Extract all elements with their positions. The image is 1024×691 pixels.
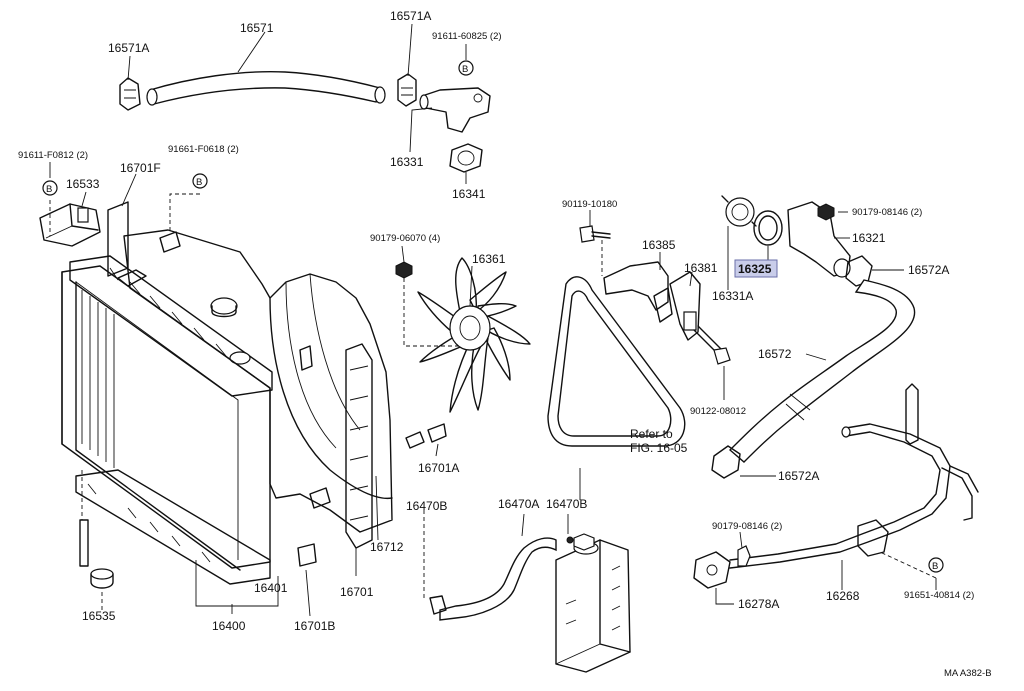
water-bypass-pipe <box>729 383 979 569</box>
bolt-symbol-b-3: B <box>192 173 208 189</box>
inlet-nut <box>817 203 835 221</box>
figure-ref-line1[interactable]: Refer to <box>630 427 673 441</box>
pipe-nut <box>737 545 751 567</box>
footer-code: MA A382-B <box>944 668 992 679</box>
water-outlet <box>419 87 491 133</box>
label-16325[interactable]: 16325 <box>738 262 772 276</box>
label-16701b[interactable]: 16701B <box>294 619 335 633</box>
label-16470b-left[interactable]: 16470B <box>406 499 447 513</box>
bolt-symbol-b-1: B <box>458 60 474 76</box>
svg-text:B: B <box>932 561 938 572</box>
label-16572a-bottom[interactable]: 16572A <box>778 469 819 483</box>
label-90179-08146-top[interactable]: 90179-08146 (2) <box>852 207 922 218</box>
label-16701[interactable]: 16701 <box>340 585 374 599</box>
pivot-bolt <box>579 225 611 243</box>
label-16278a[interactable]: 16278A <box>738 597 779 611</box>
label-91661-f0618[interactable]: 91661-F0618 (2) <box>168 144 239 155</box>
thermostat <box>721 195 757 227</box>
label-90119-10180[interactable]: 90119-10180 <box>562 199 617 210</box>
label-16470a[interactable]: 16470A <box>498 497 539 511</box>
shroud-clip-a <box>405 423 447 449</box>
bolt-symbol-b-2: B <box>42 180 58 196</box>
part-labels[interactable]: 16571 16571A 16571A 91611-60825 (2) 1633… <box>18 9 992 679</box>
fan-nut <box>395 261 413 279</box>
label-16331a[interactable]: 16331A <box>712 289 753 303</box>
hose-clamp-left <box>119 77 141 111</box>
bolt-symbol-b-4: B <box>928 557 944 573</box>
cooling-fan <box>417 257 531 413</box>
reservoir-tank <box>555 539 631 673</box>
label-16341[interactable]: 16341 <box>452 187 486 201</box>
svg-text:B: B <box>462 64 468 75</box>
label-16385[interactable]: 16385 <box>642 238 676 252</box>
label-16571a-left[interactable]: 16571A <box>108 41 149 55</box>
label-16401[interactable]: 16401 <box>254 581 288 595</box>
pipe-gasket-flange <box>693 551 731 589</box>
radiator-support <box>39 203 101 247</box>
lower-radiator-hose <box>728 279 916 463</box>
label-16701f[interactable]: 16701F <box>120 161 161 175</box>
label-16571a-top[interactable]: 16571A <box>390 9 431 23</box>
outlet-gasket <box>449 143 483 173</box>
adjusting-bolt <box>693 325 731 365</box>
label-90122-08012[interactable]: 90122-08012 <box>690 406 746 417</box>
label-90179-08146-bottom[interactable]: 90179-08146 (2) <box>712 521 782 532</box>
fan-shroud <box>123 229 393 549</box>
label-16571[interactable]: 16571 <box>240 21 274 35</box>
overflow-hose-a <box>439 537 557 621</box>
figure-ref-line2[interactable]: FIG. 16-05 <box>630 441 688 455</box>
svg-text:B: B <box>196 177 202 188</box>
radiator-cushion <box>90 568 114 589</box>
label-16572[interactable]: 16572 <box>758 347 792 361</box>
upper-radiator-hose <box>146 71 386 106</box>
label-90179-06070[interactable]: 90179-06070 (4) <box>370 233 440 244</box>
alternator-bracket <box>603 261 701 341</box>
label-16701a[interactable]: 16701A <box>418 461 459 475</box>
label-16321[interactable]: 16321 <box>852 231 886 245</box>
label-16268[interactable]: 16268 <box>826 589 860 603</box>
label-16361[interactable]: 16361 <box>472 252 506 266</box>
label-16712[interactable]: 16712 <box>370 540 404 554</box>
radiator-core <box>61 255 273 585</box>
svg-text:B: B <box>46 184 52 195</box>
thermostat-gasket <box>753 210 783 246</box>
label-16331[interactable]: 16331 <box>390 155 424 169</box>
overflow-hose-b <box>423 510 447 615</box>
lower-hose-clamp-bottom <box>711 445 741 479</box>
shroud-clip-b <box>297 543 317 567</box>
hose-clamp-right <box>397 73 417 107</box>
drive-belt <box>547 276 686 447</box>
reservoir-cap <box>566 533 595 551</box>
highlight-16325 <box>734 259 778 278</box>
label-16572a-top[interactable]: 16572A <box>908 263 949 277</box>
label-16381[interactable]: 16381 <box>684 261 718 275</box>
label-91611-f0812[interactable]: 91611-F0812 (2) <box>18 150 88 161</box>
label-91611-60825[interactable]: 91611-60825 (2) <box>432 31 502 42</box>
label-16400[interactable]: 16400 <box>212 619 246 633</box>
leader-lines <box>49 23 937 617</box>
label-16470b-right[interactable]: 16470B <box>546 497 587 511</box>
label-16535[interactable]: 16535 <box>82 609 116 623</box>
label-16533[interactable]: 16533 <box>66 177 100 191</box>
label-91651-40814[interactable]: 91651-40814 (2) <box>904 590 974 601</box>
